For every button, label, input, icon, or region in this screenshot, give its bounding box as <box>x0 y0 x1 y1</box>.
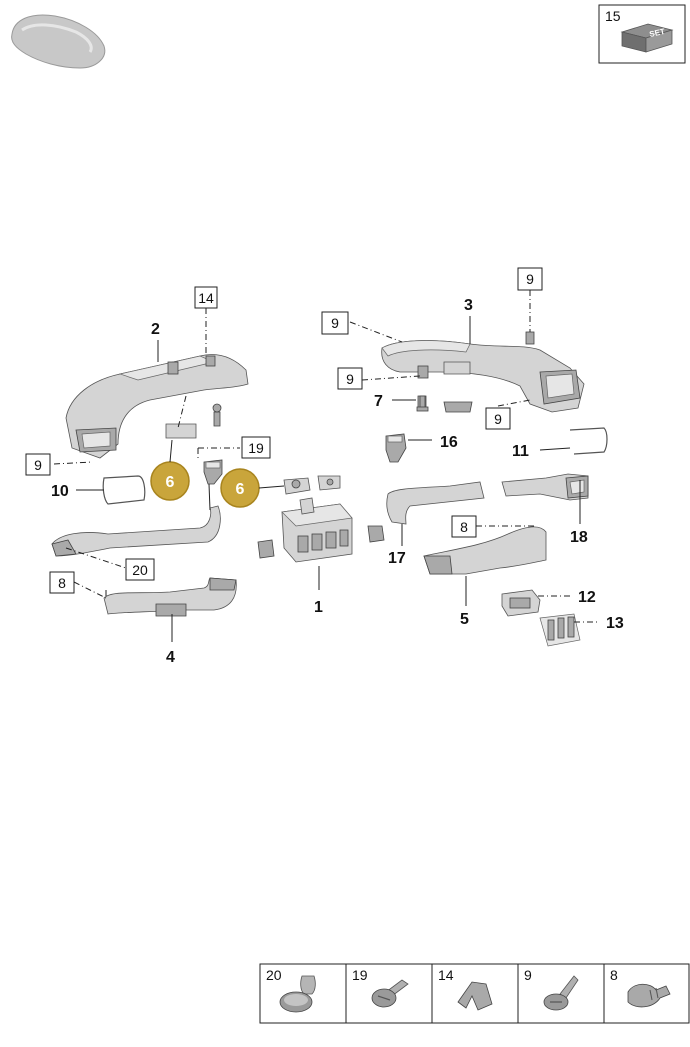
part-5-duct[interactable] <box>423 526 547 575</box>
boxed-ref-9-top[interactable]: 9 <box>517 267 543 291</box>
callout-13: 13 <box>606 615 624 632</box>
boxed-ref-9-lower-label: 9 <box>346 371 354 387</box>
part-small-blocks[interactable] <box>283 475 341 495</box>
boxed-ref-9-top-label: 9 <box>526 271 534 287</box>
set-badge-number: 15 <box>605 8 621 24</box>
callout-3: 3 <box>464 297 473 314</box>
boxed-ref-8-right[interactable]: 8 <box>451 515 477 538</box>
set-badge-label: SET <box>649 27 666 39</box>
part-11-vent-frame[interactable] <box>569 427 608 455</box>
push-rivet-icon <box>279 975 316 1013</box>
fastener-tile-8[interactable]: 8 <box>603 963 690 1024</box>
part-16-connector[interactable] <box>385 433 407 463</box>
boxed-ref-9-mid[interactable]: 9 <box>321 311 349 335</box>
clip-icon <box>457 981 493 1011</box>
part-6-hotspot-b-label: 6 <box>236 481 245 498</box>
boxed-ref-9-left[interactable]: 9 <box>25 453 51 476</box>
screw-icon <box>371 979 409 1008</box>
boxed-ref-20-label: 20 <box>132 562 148 578</box>
boxed-ref-8-right-label: 8 <box>460 519 468 535</box>
part-6-hotspot-a[interactable]: 6 <box>150 461 190 501</box>
part-1-distributor-housing[interactable] <box>257 497 385 563</box>
part-2-left-air-duct[interactable] <box>65 354 249 459</box>
set-box-icon: SET <box>620 23 674 53</box>
fastener-tile-8-label: 8 <box>610 967 618 983</box>
fastener-tile-9-label: 9 <box>524 967 532 983</box>
part-12-module[interactable] <box>501 589 541 617</box>
part-6-hotspot-a-label: 6 <box>166 474 175 491</box>
leader-lines <box>53 290 600 642</box>
boxed-ref-14[interactable]: 14 <box>194 286 218 309</box>
fastener-tile-20-label: 20 <box>266 967 282 983</box>
screw-icon <box>543 975 579 1011</box>
vehicle-silhouette-icon <box>11 14 106 69</box>
callout-5: 5 <box>460 611 469 628</box>
part-20-hose[interactable] <box>51 505 221 557</box>
part-3-right-air-duct[interactable] <box>381 331 585 413</box>
part-13-module[interactable] <box>539 613 581 647</box>
boxed-ref-9-right[interactable]: 9 <box>485 407 511 430</box>
boxed-ref-19[interactable]: 19 <box>241 436 271 459</box>
callout-7: 7 <box>374 393 383 410</box>
fastener-tile-14[interactable]: 14 <box>431 963 519 1024</box>
boxed-ref-9-lower[interactable]: 9 <box>337 367 363 390</box>
part-10-vent-frame[interactable] <box>102 475 146 505</box>
boxed-ref-9-right-label: 9 <box>494 411 502 427</box>
boxed-ref-9-left-label: 9 <box>34 457 42 473</box>
fastener-tile-19[interactable]: 19 <box>345 963 433 1024</box>
part-18-hose[interactable] <box>501 473 589 501</box>
callout-12: 12 <box>578 589 596 606</box>
fastener-tile-14-label: 14 <box>438 967 454 983</box>
boxed-ref-19-label: 19 <box>248 440 264 456</box>
fastener-tile-9[interactable]: 9 <box>517 963 605 1024</box>
callout-4: 4 <box>166 649 175 666</box>
callout-2: 2 <box>151 321 160 338</box>
part-7-screw[interactable] <box>416 395 429 412</box>
boxed-ref-8-left[interactable]: 8 <box>49 571 75 594</box>
callout-1: 1 <box>314 599 323 616</box>
callout-16: 16 <box>440 434 458 451</box>
callout-18: 18 <box>570 529 588 546</box>
set-badge[interactable]: 15 SET <box>598 4 686 64</box>
callout-10: 10 <box>51 483 69 500</box>
callout-17: 17 <box>388 550 406 567</box>
part-6-hotspot-b[interactable]: 6 <box>220 468 260 508</box>
boxed-ref-9-mid-label: 9 <box>331 315 339 331</box>
boxed-ref-20[interactable]: 20 <box>125 558 155 581</box>
boxed-ref-8-left-label: 8 <box>58 575 66 591</box>
expanding-clip-icon <box>627 983 671 1008</box>
part-4-hose[interactable] <box>103 577 237 617</box>
fastener-tile-20[interactable]: 20 <box>259 963 347 1024</box>
fastener-tile-19-label: 19 <box>352 967 368 983</box>
boxed-ref-14-label: 14 <box>198 290 214 306</box>
part-17-hose[interactable] <box>386 481 485 525</box>
part-19-connector[interactable] <box>203 459 223 485</box>
callout-11: 11 <box>512 443 529 460</box>
fastener-strip: 20 19 14 9 <box>259 963 690 1024</box>
